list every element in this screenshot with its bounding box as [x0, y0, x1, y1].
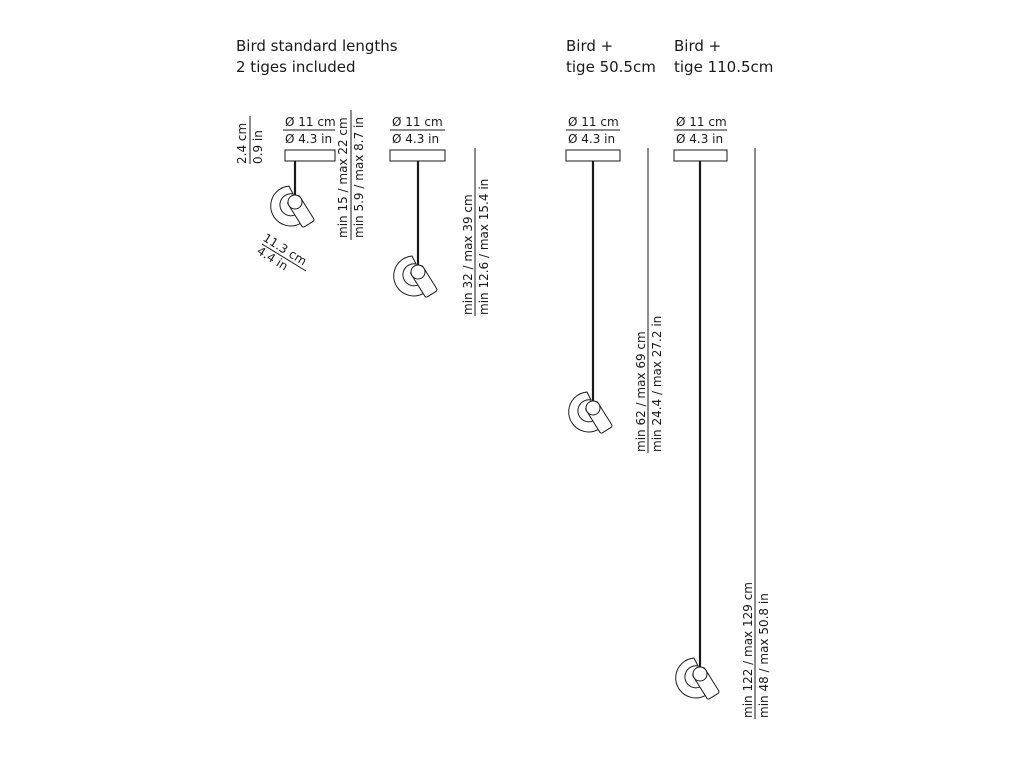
- header-tige110-line2: tige 110.5cm: [674, 58, 773, 76]
- lamp-3-drawing: Ø 11 cm Ø 4.3 in min 62 / max 69 cm min …: [565, 115, 664, 453]
- lamp-3-length-cm: min 62 / max 69 cm: [634, 331, 648, 452]
- lamp-3-canopy-in: Ø 4.3 in: [568, 132, 615, 146]
- header-tige50-line1: Bird +: [566, 37, 613, 55]
- canopy-height-in: 0.9 in: [251, 130, 265, 164]
- lamp-4-canopy-in: Ø 4.3 in: [676, 132, 723, 146]
- header-tige50-line2: tige 50.5cm: [566, 58, 656, 76]
- lamp-4-canopy: [673, 149, 728, 162]
- lamp-2-length-in: min 12.6 / max 15.4 in: [477, 179, 491, 315]
- lamp-1-drawing: Ø 11 cm Ø 4.3 in 2.4 cm 0.9 in min 15 / …: [235, 110, 366, 273]
- lamp-1-canopy-in: Ø 4.3 in: [285, 132, 332, 146]
- lamp-1-canopy: [284, 149, 336, 162]
- lamp-3-length-in: min 24.4 / max 27.2 in: [650, 316, 664, 452]
- lamp-4-drawing: Ø 11 cm Ø 4.3 in min 122 / max 129 cm mi…: [673, 115, 771, 719]
- lamp-2-canopy-in: Ø 4.3 in: [392, 132, 439, 146]
- header-tige110-line1: Bird +: [674, 37, 721, 55]
- lamp-4-canopy-cm: Ø 11 cm: [676, 115, 727, 129]
- header-standard-line1: Bird standard lengths: [236, 37, 398, 55]
- lamp-4-length-cm: min 122 / max 129 cm: [741, 582, 755, 718]
- lamp-2-canopy: [389, 149, 446, 162]
- lamp-4-length-in: min 48 / max 50.8 in: [757, 593, 771, 718]
- lamp-1-length-in: min 5.9 / max 8.7 in: [352, 117, 366, 238]
- canopy-height-cm: 2.4 cm: [235, 123, 249, 164]
- lamp-1-length-cm: min 15 / max 22 cm: [336, 117, 350, 238]
- lamp-2-length-cm: min 32 / max 39 cm: [461, 194, 475, 315]
- lamp-2-drawing: Ø 11 cm Ø 4.3 in min 32 / max 39 cm min …: [389, 115, 491, 316]
- lamp-3-canopy-cm: Ø 11 cm: [568, 115, 619, 129]
- lamp-2-canopy-cm: Ø 11 cm: [392, 115, 443, 129]
- header-standard-line2: 2 tiges included: [236, 58, 356, 76]
- lamp-3-canopy: [565, 149, 621, 162]
- lamp-1-canopy-cm: Ø 11 cm: [285, 115, 336, 129]
